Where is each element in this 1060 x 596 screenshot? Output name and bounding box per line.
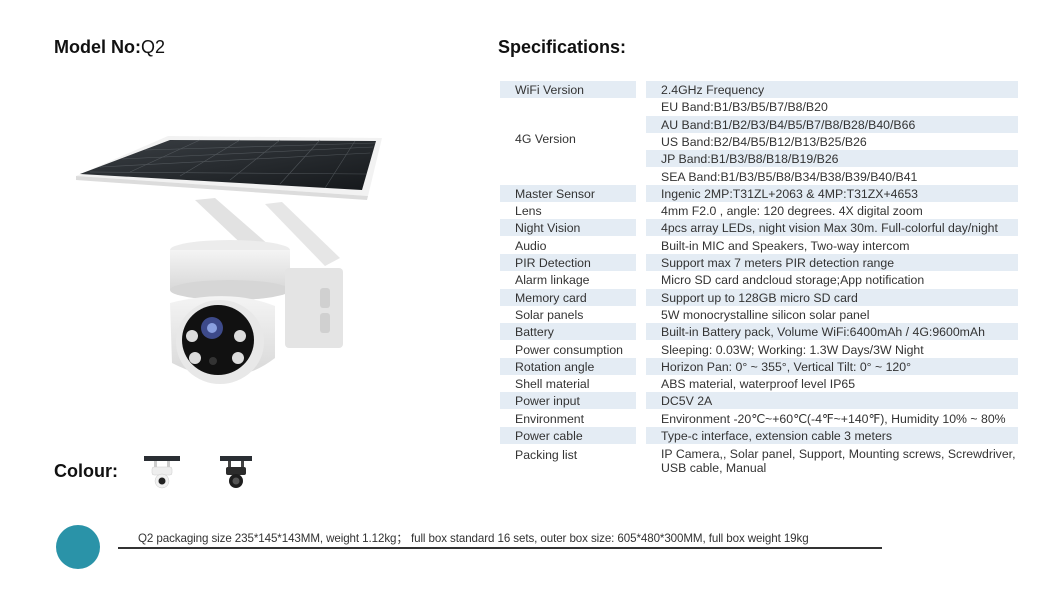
spec-row: Power consumption Sleeping: 0.03W; Workin… <box>500 341 1018 358</box>
spec-label: Power cable <box>500 427 636 444</box>
solar-camera-illustration <box>76 136 382 384</box>
spec-label: Rotation angle <box>500 357 636 375</box>
spec-row: Night Vision 4pcs array LEDs, night visio… <box>500 219 1018 237</box>
spec-row: Shell material ABS material, waterproof l… <box>500 375 1018 392</box>
white-camera-thumbnail-icon <box>144 456 180 489</box>
spec-value: Support max 7 meters PIR detection range <box>646 254 1018 271</box>
spec-value: 4mm F2.0 , angle: 120 degrees. 4X digita… <box>661 204 923 219</box>
spec-value: AU Band:B1/B2/B3/B4/B5/B7/B8/B28/B40/B66 <box>646 115 1018 133</box>
spec-value: Support up to 128GB micro SD card <box>646 288 1018 306</box>
spec-row: Environment Environment -20℃~+60℃(-4℉~+14… <box>500 410 1018 427</box>
spec-row: Alarm linkage Micro SD card andcloud stor… <box>500 271 1018 288</box>
spec-value: Built-in Battery pack, Volume WiFi:6400m… <box>646 323 1018 341</box>
spec-row-4g-au: AU Band:B1/B2/B3/B4/B5/B7/B8/B28/B40/B66 <box>500 115 1018 133</box>
spec-label-packing: Packing list <box>515 448 578 462</box>
spec-label: Power input <box>500 392 636 410</box>
spec-label: Power consumption <box>515 342 623 357</box>
spec-label: PIR Detection <box>500 254 636 271</box>
spec-value: Built-in MIC and Speakers, Two-way inter… <box>661 238 910 253</box>
spec-row-4g-eu: EU Band:B1/B3/B5/B7/B8/B20 <box>500 98 1018 115</box>
spec-row: Memory card Support up to 128GB micro SD … <box>500 288 1018 306</box>
spec-label: Audio <box>515 238 547 253</box>
spec-value: Sleeping: 0.03W; Working: 1.3W Days/3W N… <box>661 342 924 357</box>
spec-label-4g: 4G Version <box>515 132 576 146</box>
spec-label: Memory card <box>500 288 636 306</box>
spec-row: Power input DC5V 2A <box>500 392 1018 410</box>
spec-value: Type-c interface, extension cable 3 mete… <box>646 427 1018 444</box>
spec-row: Battery Built-in Battery pack, Volume WiF… <box>500 323 1018 341</box>
spec-label: Night Vision <box>500 219 636 237</box>
spec-value: 4pcs array LEDs, night vision Max 30m. F… <box>646 219 1018 237</box>
spec-label: Master Sensor <box>500 184 636 202</box>
spec-row: Rotation angle Horizon Pan: 0° ~ 355°, Ve… <box>500 357 1018 375</box>
spec-row-4g-us: US Band:B2/B4/B5/B12/B13/B25/B26 <box>500 133 1018 150</box>
accent-circle <box>56 525 100 569</box>
spec-row-wifi: WiFi Version 2.4GHz Frequency <box>500 81 1018 98</box>
spec-value: EU Band:B1/B3/B5/B7/B8/B20 <box>661 100 828 115</box>
spec-label: Solar panels <box>515 307 584 322</box>
spec-label: Lens <box>515 204 542 219</box>
spec-value: SEA Band:B1/B3/B5/B8/B34/B38/B39/B40/B41 <box>661 169 918 184</box>
packing-line-1: IP Camera,, Solar panel, Support, Mounti… <box>661 447 1016 461</box>
spec-value: Horizon Pan: 0° ~ 355°, Vertical Tilt: 0… <box>646 357 1018 375</box>
model-label: Model No: <box>54 37 141 57</box>
spec-row-4g-jp: JP Band:B1/B3/B8/B18/B19/B26 <box>500 150 1018 168</box>
spec-row: Lens 4mm F2.0 , angle: 120 degrees. 4X di… <box>500 202 1018 219</box>
spec-value: Environment -20℃~+60℃(-4℉~+140℉), Humidi… <box>661 411 1006 426</box>
spec-value: 5W monocrystalline silicon solar panel <box>661 307 870 322</box>
spec-value: JP Band:B1/B3/B8/B18/B19/B26 <box>646 150 1018 168</box>
spec-value: DC5V 2A <box>646 392 1018 410</box>
spec-value: Micro SD card andcloud storage;App notif… <box>661 273 925 288</box>
specifications-title: Specifications: <box>498 37 627 57</box>
spec-value: Ingenic 2MP:T31ZL+2063 & 4MP:T31ZX+4653 <box>646 184 1018 202</box>
model-value: Q2 <box>141 37 166 57</box>
spec-row-4g-sea: SEA Band:B1/B3/B5/B8/B34/B38/B39/B40/B41 <box>500 168 1018 185</box>
colour-option-white[interactable] <box>142 455 182 491</box>
colour-label: Colour: <box>54 461 118 481</box>
footer-divider <box>118 547 882 549</box>
packing-line-2: USB cable, Manual <box>661 461 767 475</box>
model-number: Model No:Q2 <box>54 37 165 58</box>
spec-row: Audio Built-in MIC and Speakers, Two-way … <box>500 237 1018 254</box>
spec-label: Shell material <box>515 377 590 392</box>
spec-value-packing: IP Camera,, Solar panel, Support, Mounti… <box>646 447 1018 475</box>
colour-option-black[interactable] <box>216 455 256 491</box>
spec-label: Battery <box>500 323 636 341</box>
spec-value: US Band:B2/B4/B5/B12/B13/B25/B26 <box>661 134 867 149</box>
spec-row: PIR Detection Support max 7 meters PIR de… <box>500 254 1018 271</box>
spec-label: Alarm linkage <box>515 273 590 288</box>
spec-row: Power cable Type-c interface, extension c… <box>500 427 1018 444</box>
packaging-info: Q2 packaging size 235*145*143MM, weight … <box>138 532 809 545</box>
spec-row: Master Sensor Ingenic 2MP:T31ZL+2063 & 4M… <box>500 184 1018 202</box>
spec-label: Environment <box>515 411 585 426</box>
spec-value: ABS material, waterproof level IP65 <box>661 377 856 392</box>
spec-value: 2.4GHz Frequency <box>646 81 1018 98</box>
spec-label: WiFi Version <box>500 81 636 98</box>
black-camera-thumbnail-icon <box>220 456 252 488</box>
product-image <box>70 128 390 393</box>
spec-row: Solar panels 5W monocrystalline silicon s… <box>500 306 1018 323</box>
